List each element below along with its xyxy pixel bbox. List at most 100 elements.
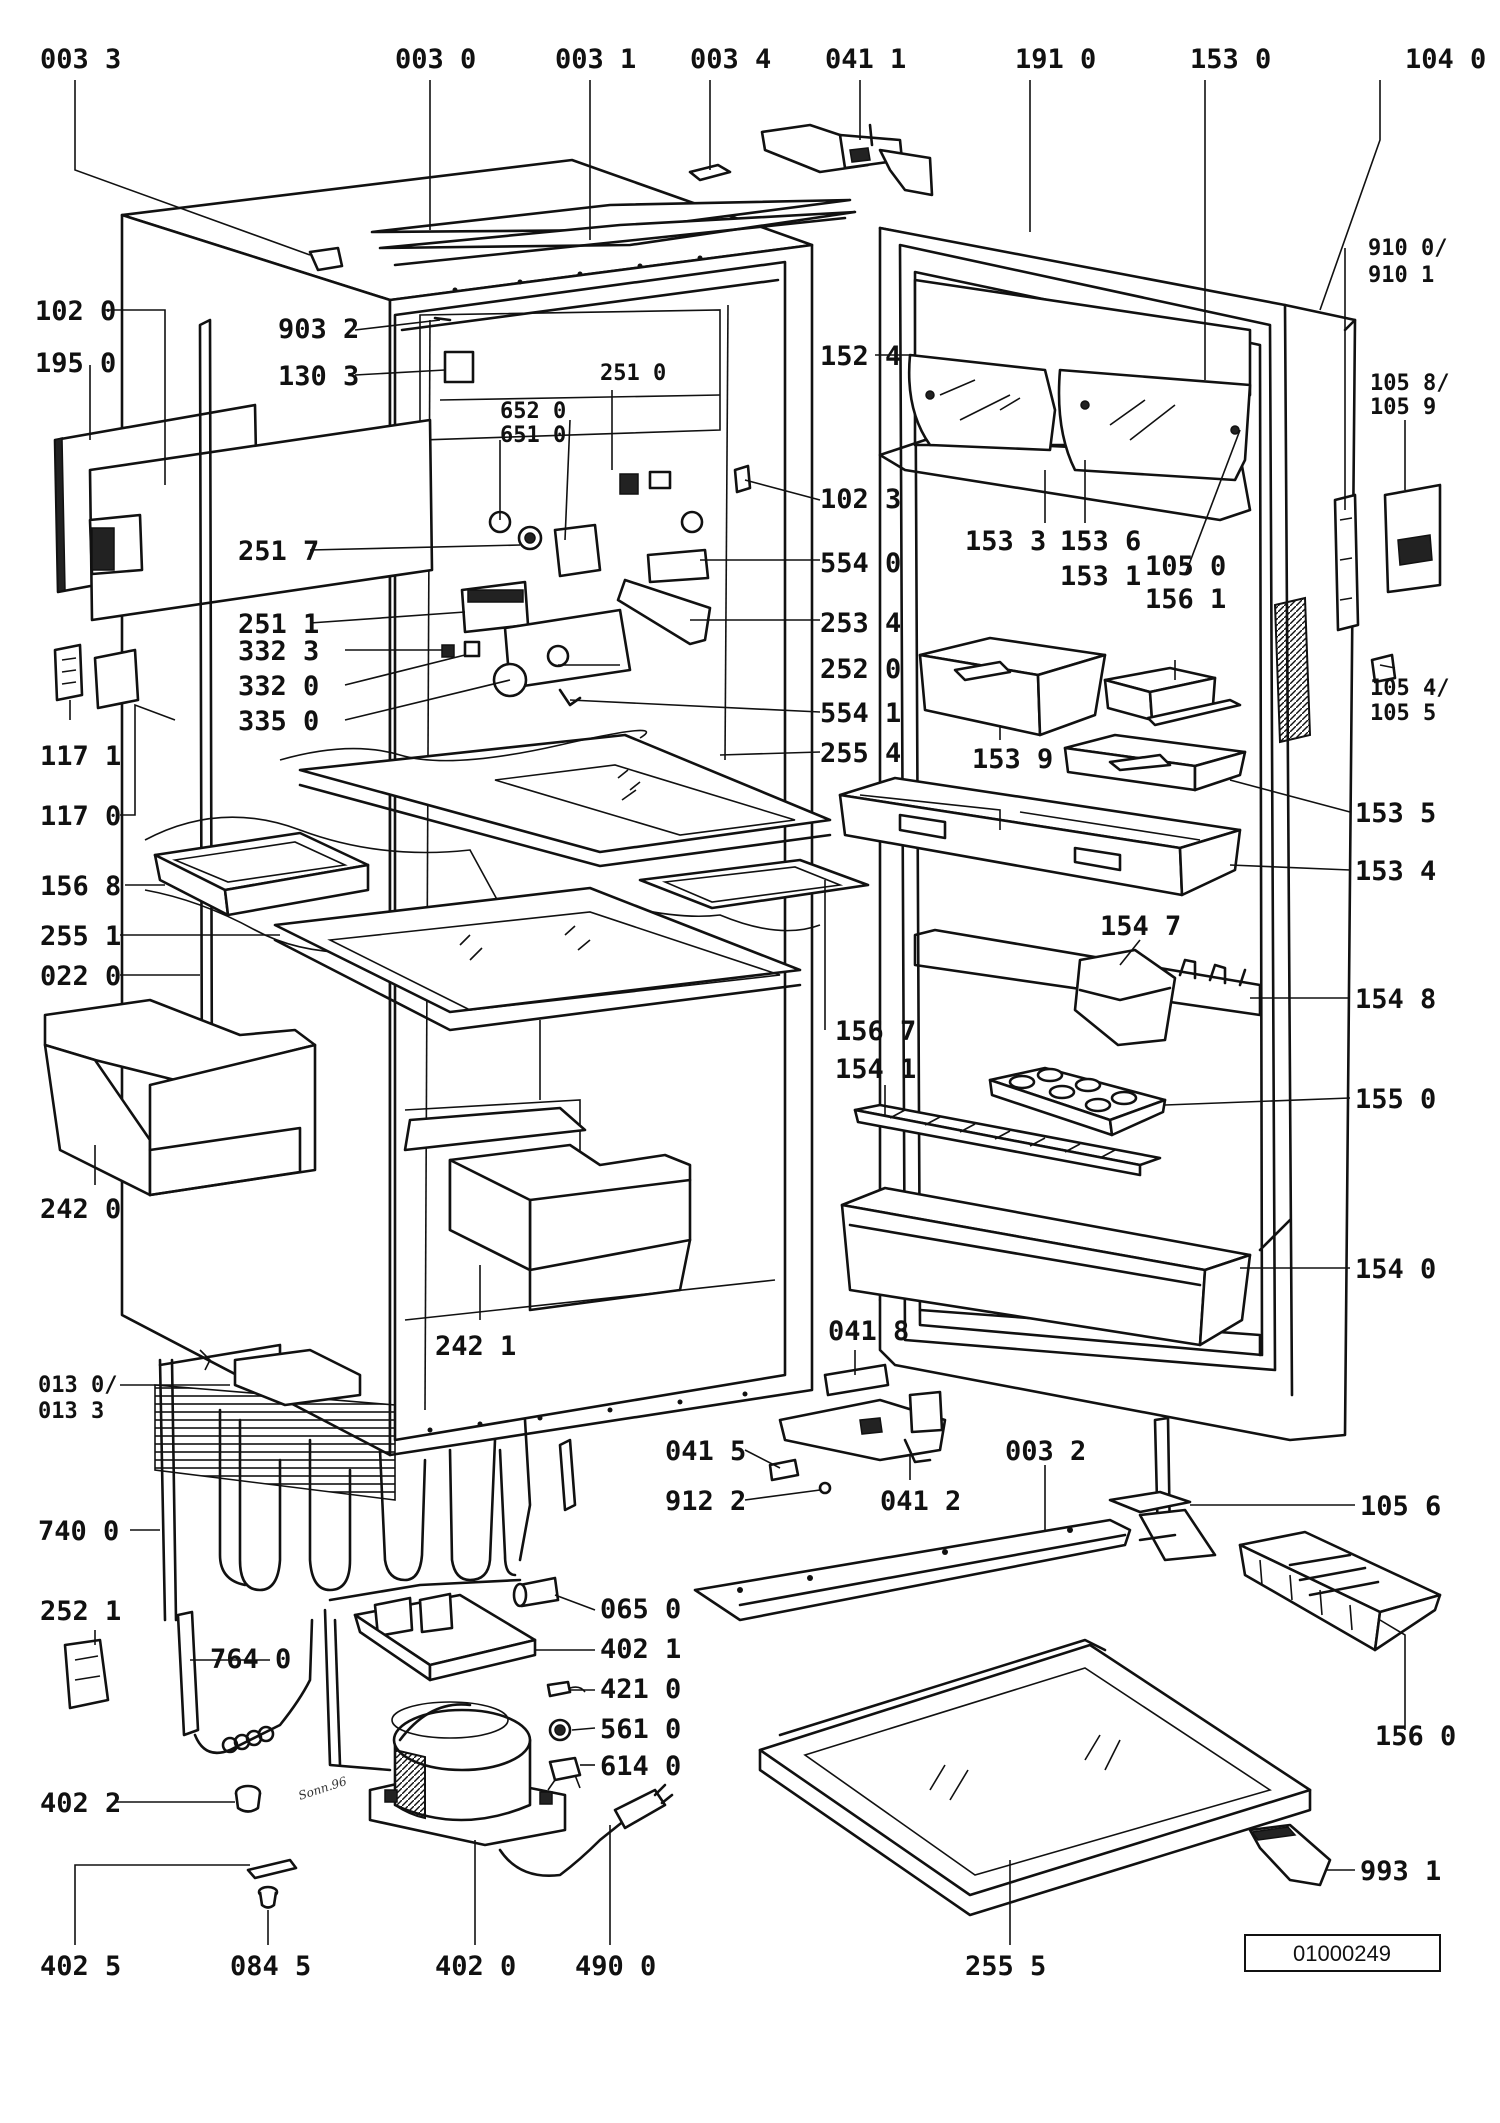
label-1540: 154 0 [1355,1254,1436,1285]
grommet-0845 [257,1885,279,1909]
part-labels: 003 3 003 0 003 1 003 4 041 1 191 0 153 … [35,44,1486,1982]
label-0031: 003 1 [555,44,636,75]
label-3323: 332 3 [238,636,319,667]
label-0034: 003 4 [690,44,771,75]
condenser-7400 [154,1343,577,1622]
control-parts [441,350,752,707]
label-5540: 554 0 [820,548,901,579]
compressor-4020 [368,1701,567,1847]
clip-4025 [246,1858,298,1880]
label-5541: 554 1 [820,698,901,729]
signature-text: Sonn.96 [297,1774,349,1803]
hinge-0412 [778,1390,947,1464]
label-0412: 041 2 [880,1486,961,1517]
label-2554: 255 4 [820,738,901,769]
bracket-4021 [353,1592,537,1682]
label-0030: 003 0 [395,44,476,75]
label-2420: 242 0 [40,1194,121,1225]
label-1539: 153 9 [972,744,1053,775]
label-2551: 255 1 [40,921,121,952]
label-1303: 130 3 [278,361,359,392]
flap-1536 [1057,368,1252,482]
label-0033: 003 3 [40,44,121,75]
flap-1533 [907,353,1057,452]
label-9100: 910 0/ [1368,236,1447,261]
label-1530: 153 0 [1190,44,1271,75]
leader-lines [69,80,1406,1945]
door-tray-1534 [838,776,1242,897]
label-1524: 152 4 [820,341,901,372]
label-6520: 652 0 [500,399,566,424]
clip-1171 [53,643,84,702]
label-0133: 013 3 [38,1399,104,1424]
label-1055: 105 5 [1370,701,1436,726]
label-5610: 561 0 [600,1714,681,1745]
label-1535: 153 5 [1355,798,1436,829]
label-9122: 912 2 [665,1486,746,1517]
label-0418: 041 8 [828,1316,909,1347]
part-0415 [768,1458,800,1482]
label-1050: 105 0 [1145,551,1226,582]
label-0650: 065 0 [600,1594,681,1625]
box-1539 [918,636,1107,737]
label-1547: 154 7 [1100,911,1181,942]
label-4210: 421 0 [600,1674,681,1705]
label-1567: 156 7 [835,1016,916,1047]
label-2421: 242 1 [435,1331,516,1362]
cover-0418 [823,1363,890,1397]
egg-tray-1550 [988,1066,1167,1137]
top-rail-strips [308,163,857,322]
label-2555: 255 5 [965,1951,1046,1982]
drawing-reference: 01000249 [1244,1934,1441,1972]
label-9101: 910 1 [1368,263,1434,288]
label-2520: 252 0 [820,654,901,685]
label-4900: 490 0 [575,1951,656,1982]
label-1054: 105 4/ [1370,676,1449,701]
screw-9122 [818,1481,832,1495]
label-7640: 764 0 [210,1644,291,1675]
label-1950: 195 0 [35,348,116,379]
box-1535 [1063,733,1247,792]
door-tray-1540 [840,1186,1252,1347]
label-1531: 153 1 [1060,561,1141,592]
label-4021: 402 1 [600,1634,681,1665]
label-6510: 651 0 [500,423,566,448]
rail-1548 [913,928,1262,1017]
label-1533: 153 3 [965,526,1046,557]
crisper-2420 [43,998,317,1197]
label-1536: 153 6 [1060,526,1141,557]
shelf-2554 [298,733,832,868]
relay-box-2521 [63,1638,110,1710]
power-cord-4900 [498,1783,674,1877]
label-1541: 154 1 [835,1054,916,1085]
label-1534: 153 4 [1355,856,1436,887]
label-4020: 402 0 [435,1951,516,1982]
label-1059: 105 9 [1370,395,1436,420]
shelf-2551 [273,886,802,1032]
label-9032: 903 2 [278,314,359,345]
label-2521: 252 1 [40,1596,121,1627]
control-cover-1020 [88,418,434,622]
cap-4022 [234,1784,262,1813]
label-1023: 102 3 [820,484,901,515]
label-0411: 041 1 [825,44,906,75]
label-2510: 251 0 [600,361,666,386]
label-1910: 191 0 [1015,44,1096,75]
label-0415: 041 5 [665,1436,746,1467]
label-0032: 003 2 [1005,1436,1086,1467]
label-3350: 335 0 [238,706,319,737]
label-1170: 117 0 [40,801,121,832]
label-0845: 084 5 [230,1951,311,1982]
strip-1050 [1273,596,1312,744]
holder-1547 [1073,948,1177,1047]
label-1058: 105 8/ [1370,371,1449,396]
small-electrical-parts [546,1680,586,1791]
shelf-2555 [758,1638,1312,1917]
capillary-7640 [176,1610,314,1755]
bottle-rail-1541 [853,1103,1162,1177]
label-2534: 253 4 [820,608,901,639]
label-1561: 156 1 [1145,584,1226,615]
label-1056: 105 6 [1360,1491,1441,1522]
butter-box-1561 [1103,666,1242,727]
